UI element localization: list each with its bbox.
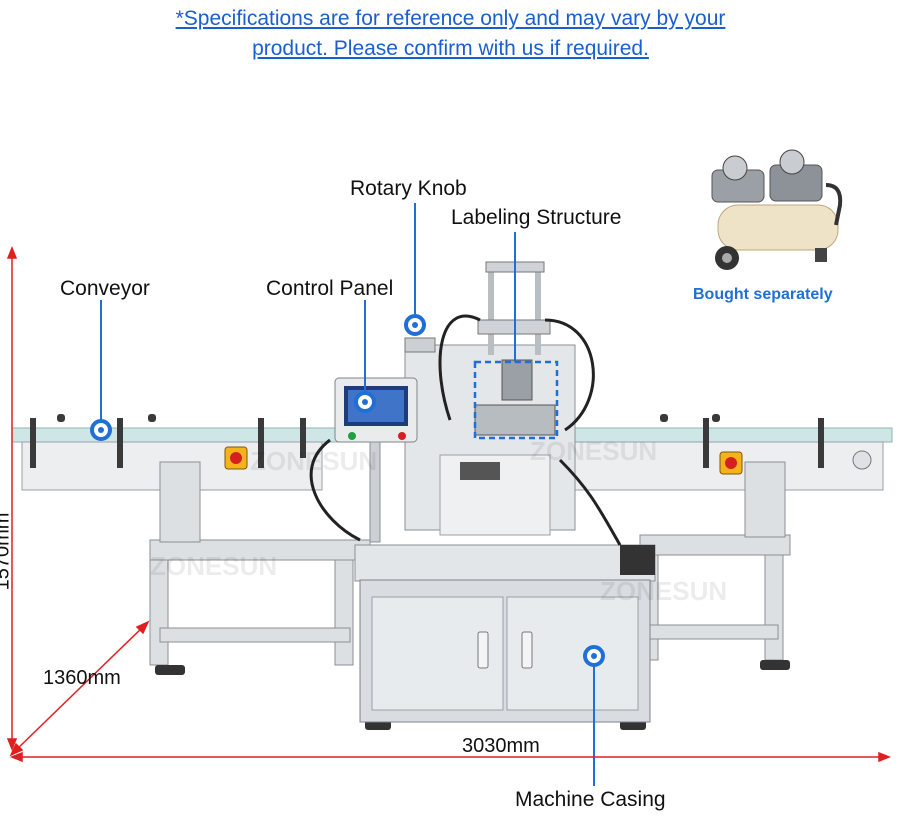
labeling-head <box>309 261 622 546</box>
air-compressor-image <box>711 149 843 270</box>
conveyor-label: Conveyor <box>60 277 150 300</box>
rotary-knob-label: Rotary Knob <box>350 177 467 200</box>
depth-dimension: 1360mm <box>43 667 121 689</box>
control-panel-label: Control Panel <box>266 277 394 300</box>
bought-separately-note: Bought separately <box>693 286 833 303</box>
watermark: ZONESUN <box>150 551 277 581</box>
width-dimension: 3030mm <box>462 735 540 757</box>
watermark: ZONESUN <box>530 436 657 466</box>
watermark: ZONESUN <box>600 576 727 606</box>
notice-line-1: *Specifications are for reference only a… <box>175 7 726 30</box>
callout-markers <box>90 314 605 667</box>
machine-casing-label: Machine Casing <box>515 788 666 811</box>
notice-line-2: product. Please confirm with us if requi… <box>252 37 649 60</box>
watermark: ZONESUN <box>250 446 377 476</box>
height-dimension: 1570mm <box>0 512 14 591</box>
dimension-lines <box>6 245 892 763</box>
control-panel <box>334 377 418 543</box>
labeling-structure-label: Labeling Structure <box>451 206 622 229</box>
machine-casing-body <box>354 544 656 723</box>
